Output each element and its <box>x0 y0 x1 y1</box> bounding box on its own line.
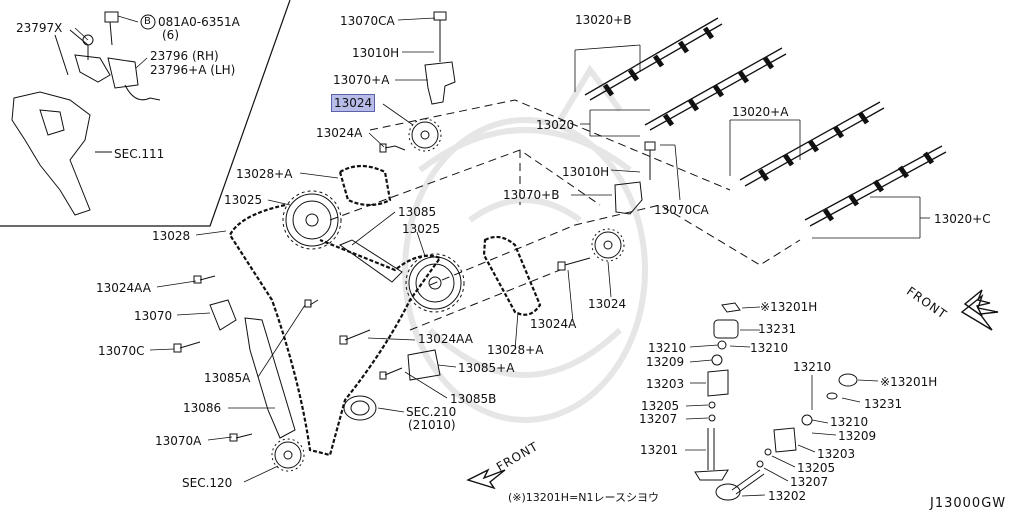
camshaft-13020a <box>739 101 885 187</box>
sprocket-13025-mid <box>405 253 465 313</box>
label-13020a: 13020+A <box>732 105 789 119</box>
chain-13028 <box>228 203 442 457</box>
label-bolt-code: 081A0-6351A <box>158 15 240 29</box>
star-mark: ※ <box>880 375 891 389</box>
label-13010h-top: 13010H <box>352 46 400 60</box>
valve-stack-right <box>715 373 858 501</box>
label-13024aa-mid: 13024AA <box>418 332 473 346</box>
label-13028a-low: 13028+A <box>487 343 544 357</box>
front-arrow-upper <box>960 289 999 331</box>
label-13028a-top: 13028+A <box>236 167 293 181</box>
label-sec120: SEC.120 <box>182 476 233 490</box>
label-23796a-lh: 23796+A (LH) <box>150 63 236 77</box>
star-mark: ※ <box>760 300 771 314</box>
label-13020b: 13020+B <box>575 13 632 27</box>
circled-b-letter: B <box>144 16 151 27</box>
label-13070ca-mid: 13070CA <box>654 203 709 217</box>
bolts <box>173 143 591 442</box>
label-13201: 13201 <box>640 443 679 457</box>
circled-b-symbol <box>140 14 156 30</box>
label-13085b: 13085B <box>450 392 497 406</box>
sprocket-13024-top <box>408 118 442 152</box>
label-13202: 13202 <box>768 489 807 503</box>
label-13070c: 13070C <box>98 344 145 358</box>
timing-outline-dashed <box>329 99 801 331</box>
chain-guide-13085 <box>338 239 403 283</box>
label-13207-right: 13207 <box>790 475 829 489</box>
tensioner-13070a-top <box>424 11 456 105</box>
label-13201h-right: ※13201H <box>880 375 937 389</box>
chain-guide-13085a <box>244 317 296 439</box>
label-13020: 13020 <box>536 118 575 132</box>
label-13070a-low: 13070A <box>155 434 202 448</box>
camshaft-13020c <box>804 145 947 227</box>
label-13085: 13085 <box>398 205 437 219</box>
label-13025-mid: 13025 <box>402 222 441 236</box>
label-13209-right: 13209 <box>838 429 877 443</box>
label-13024aa-left: 13024AA <box>96 281 151 295</box>
label-13201h-left-text: 13201H <box>770 300 818 314</box>
label-13086: 13086 <box>183 401 222 415</box>
label-21010: (21010) <box>408 418 456 432</box>
sprocket-13025-left <box>282 190 342 250</box>
label-13085a-right: 13085+A <box>458 361 515 375</box>
label-13024-highlighted[interactable]: 13024 <box>330 94 376 112</box>
label-13024-low: 13024 <box>588 297 627 311</box>
label-13085a: 13085A <box>204 371 251 385</box>
label-13205-right: 13205 <box>797 461 836 475</box>
label-13203-right: 13203 <box>817 447 856 461</box>
tensioner-13070 <box>209 299 237 331</box>
watermark-emblem <box>402 64 648 423</box>
label-23797x: 23797X <box>16 21 63 35</box>
label-13209-left: 13209 <box>646 355 685 369</box>
label-13203-left: 13203 <box>646 377 685 391</box>
label-13010h-mid: 13010H <box>562 165 610 179</box>
label-13070a: 13070+A <box>333 73 390 87</box>
label-13210-left-b: 13210 <box>750 341 789 355</box>
label-13231-left: 13231 <box>758 322 797 336</box>
footnote: (※)13201H=N1レースシヨウ <box>508 491 659 504</box>
inset-parts <box>11 11 161 216</box>
label-13207-left: 13207 <box>639 412 678 426</box>
camshaft-13020b <box>584 17 723 101</box>
leader-lines <box>74 15 930 497</box>
label-13201h-right-text: 13201H <box>890 375 938 389</box>
label-13201h-left: ※13201H <box>760 300 817 314</box>
sec210-pump <box>343 395 377 421</box>
sprocket-13024-low <box>591 228 625 262</box>
label-13231-right: 13231 <box>864 397 903 411</box>
tensioner-13070b <box>614 141 656 215</box>
label-13205-left: 13205 <box>641 399 680 413</box>
label-13028: 13028 <box>152 229 191 243</box>
camshaft-13020 <box>644 47 787 131</box>
label-bolt-qty: (6) <box>162 28 179 42</box>
diagram-code: J13000GW <box>930 496 1007 511</box>
label-sec111: SEC.111 <box>114 147 165 161</box>
label-13210-left-a: 13210 <box>648 341 687 355</box>
chain-13028a-top <box>338 164 392 207</box>
label-13025-left: 13025 <box>224 193 263 207</box>
label-13210-right: 13210 <box>830 415 869 429</box>
label-13070b: 13070+B <box>503 188 560 202</box>
label-13024a-top: 13024A <box>316 126 363 140</box>
sprocket-crank <box>271 438 305 472</box>
label-13070ca-top: 13070CA <box>340 14 395 28</box>
label-13210-right-top: 13210 <box>793 360 832 374</box>
chain-13028a-low <box>482 235 542 316</box>
inset-box <box>0 0 291 227</box>
label-sec210: SEC.210 <box>406 405 457 419</box>
front-arrow-lower <box>466 468 506 490</box>
label-23796-rh: 23796 (RH) <box>150 49 219 63</box>
label-13024a-low: 13024A <box>530 317 577 331</box>
label-13020c: 13020+C <box>934 212 991 226</box>
label-13070: 13070 <box>134 309 173 323</box>
valve-stack-left <box>694 302 741 481</box>
bracket-13085b <box>407 349 441 381</box>
